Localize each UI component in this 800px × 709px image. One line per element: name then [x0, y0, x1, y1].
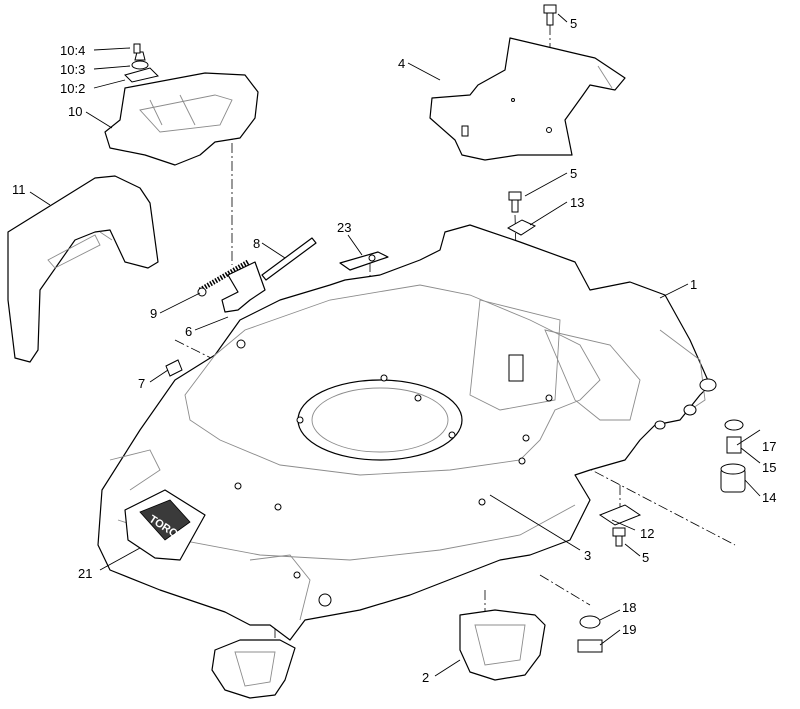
callout-5-mid: 5 — [570, 166, 577, 181]
part-5-bolts — [508, 4, 626, 547]
part-7-nut — [165, 359, 183, 377]
part-1-mower-deck — [97, 224, 717, 641]
callout-21: 21 — [78, 566, 92, 581]
callout-1: 1 — [690, 277, 697, 292]
part-17-cap — [724, 419, 744, 431]
part-12-bracket — [598, 504, 642, 526]
part-21-logo-plate: TORO — [124, 489, 206, 561]
part-10-rear-cover — [104, 72, 259, 166]
callout-7: 7 — [138, 376, 145, 391]
part-2-wheel-cover-right — [459, 609, 546, 681]
part-13-plate — [506, 219, 537, 236]
part-2-wheel-cover-left — [211, 639, 296, 699]
leader-lines — [29, 13, 761, 677]
callout-12: 12 — [640, 526, 654, 541]
part-14-knob — [720, 463, 746, 493]
part-10-hardware — [124, 43, 159, 83]
callout-14: 14 — [762, 490, 776, 505]
part-9-spring — [197, 259, 250, 297]
callout-15: 15 — [762, 460, 776, 475]
callout-13: 13 — [570, 195, 584, 210]
callout-5-bottom: 5 — [642, 550, 649, 565]
callout-8: 8 — [253, 236, 260, 251]
callout-17: 17 — [762, 439, 776, 454]
callout-4: 4 — [398, 56, 405, 71]
callout-10: 10 — [68, 104, 82, 119]
part-11-side-deflector — [7, 175, 159, 363]
callout-10-4: 10:4 — [60, 43, 85, 58]
part-8-rod — [261, 237, 317, 281]
callout-23: 23 — [337, 220, 351, 235]
part-4-top-shield — [429, 37, 626, 161]
callout-19: 19 — [622, 622, 636, 637]
callout-3: 3 — [584, 548, 591, 563]
callout-6: 6 — [185, 324, 192, 339]
part-18-washer — [579, 615, 601, 629]
part-19-nut — [577, 639, 603, 653]
part-6-bracket — [221, 261, 266, 313]
callout-18: 18 — [622, 600, 636, 615]
callout-9: 9 — [150, 306, 157, 321]
part-23-label — [339, 251, 389, 271]
callout-labels: 10:4 10:3 10:2 10 11 4 5 5 13 8 23 9 6 7… — [12, 16, 776, 685]
callout-10-3: 10:3 — [60, 62, 85, 77]
part-15-insert — [726, 436, 742, 454]
callout-5-top: 5 — [570, 16, 577, 31]
callout-10-2: 10:2 — [60, 81, 85, 96]
callout-11: 11 — [12, 182, 26, 197]
callout-2: 2 — [422, 670, 429, 685]
